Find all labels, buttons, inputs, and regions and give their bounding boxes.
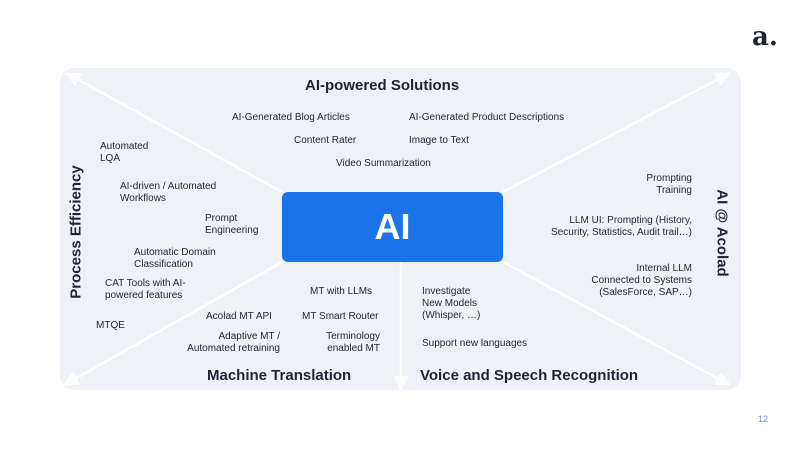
- item-content-rater: Content Rater: [294, 135, 357, 146]
- item-ai-generated-blog-articles: AI-Generated Blog Articles: [232, 112, 350, 123]
- title-ai-powered-solutions: AI-powered Solutions: [305, 77, 460, 94]
- item-video-summarization: Video Summarization: [336, 158, 431, 169]
- item-llm-ui-prompting: LLM UI: Prompting (History,Security, Sta…: [551, 215, 692, 238]
- diagonal-line-bottom-right: [502, 260, 731, 386]
- item-ai-generated-product-descriptions: AI-Generated Product Descriptions: [409, 112, 565, 123]
- acolad-logo: a.: [752, 22, 778, 52]
- title-machine-translation: Machine Translation: [207, 367, 352, 384]
- page-number: 12: [758, 414, 769, 424]
- diagonal-line-top-left: [65, 72, 283, 194]
- item-mt-smart-router: MT Smart Router: [302, 311, 379, 322]
- item-image-to-text: Image to Text: [409, 135, 469, 146]
- item-adaptive-mt: Adaptive MT /Automated retraining: [187, 331, 280, 354]
- item-mtqe: MTQE: [96, 320, 125, 331]
- ai-center-label: AI: [374, 206, 411, 247]
- item-mt-with-llms: MT with LLMs: [310, 286, 373, 297]
- ai-center-box: AI: [282, 192, 503, 262]
- title-process-efficiency: Process Efficiency: [67, 165, 85, 299]
- item-support-new-languages: Support new languages: [422, 338, 528, 349]
- item-cat-tools: CAT Tools with AI-powered features: [105, 278, 186, 301]
- title-ai-at-acolad: AI @ Acolad: [713, 189, 731, 277]
- diagonal-line-bottom-left: [63, 260, 283, 386]
- diagonal-line-top-right: [502, 72, 731, 194]
- item-acolad-mt-api: Acolad MT API: [206, 311, 272, 322]
- title-voice-and-speech-recognition: Voice and Speech Recognition: [420, 367, 639, 384]
